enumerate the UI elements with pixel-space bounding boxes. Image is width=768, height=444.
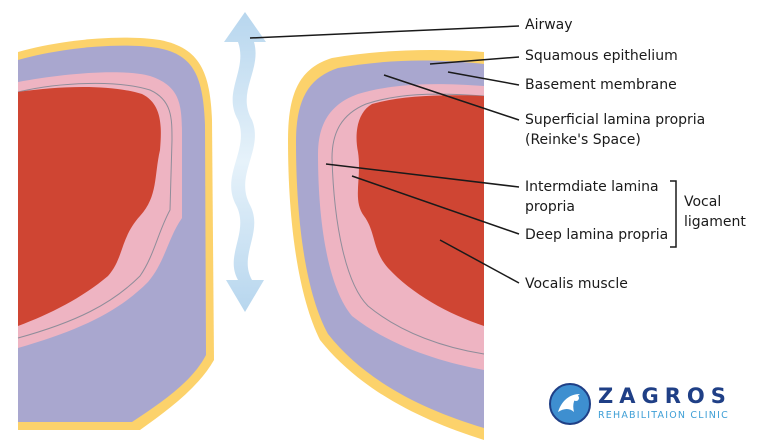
airway-arrow-icon	[224, 12, 266, 312]
label-squamous-epithelium: Squamous epithelium	[525, 48, 678, 64]
leader-squamous	[429, 56, 520, 65]
leader-intermediate	[325, 163, 520, 188]
label-intermediate-propria: propria	[525, 199, 576, 215]
leader-superficial	[383, 74, 520, 121]
zagros-logo-icon	[549, 383, 591, 425]
logo-subtitle: REHABILITAION CLINIC	[598, 410, 729, 421]
logo-name: ZAGROS	[598, 384, 732, 408]
left-vocalis-muscle	[18, 87, 161, 326]
label-ligament: ligament	[684, 214, 746, 230]
right-deep-lamina-boundary	[331, 93, 485, 355]
left-deep-lamina-boundary	[17, 82, 173, 339]
label-basement-membrane: Basement membrane	[525, 77, 677, 93]
label-deep-lamina-propria: Deep lamina propria	[525, 227, 669, 243]
vocal-ligament-bracket	[670, 180, 677, 248]
leader-basement	[447, 71, 520, 86]
label-airway: Airway	[525, 17, 573, 33]
right-vocal-fold	[288, 50, 485, 440]
label-superficial-lamina-propria: Superficial lamina propria	[525, 112, 706, 128]
leader-vocalis	[439, 239, 520, 284]
label-vocal: Vocal	[684, 194, 722, 210]
right-vocalis-muscle	[356, 95, 484, 326]
label-vocalis-muscle: Vocalis muscle	[525, 276, 628, 292]
leader-deep	[351, 175, 520, 235]
label-reinkes-space: (Reinke's Space)	[525, 132, 641, 148]
leader-lines	[249, 25, 677, 284]
label-intermediate-lamina: Intermdiate lamina	[525, 179, 659, 195]
leader-airway	[249, 25, 520, 39]
left-vocal-fold	[17, 37, 214, 430]
